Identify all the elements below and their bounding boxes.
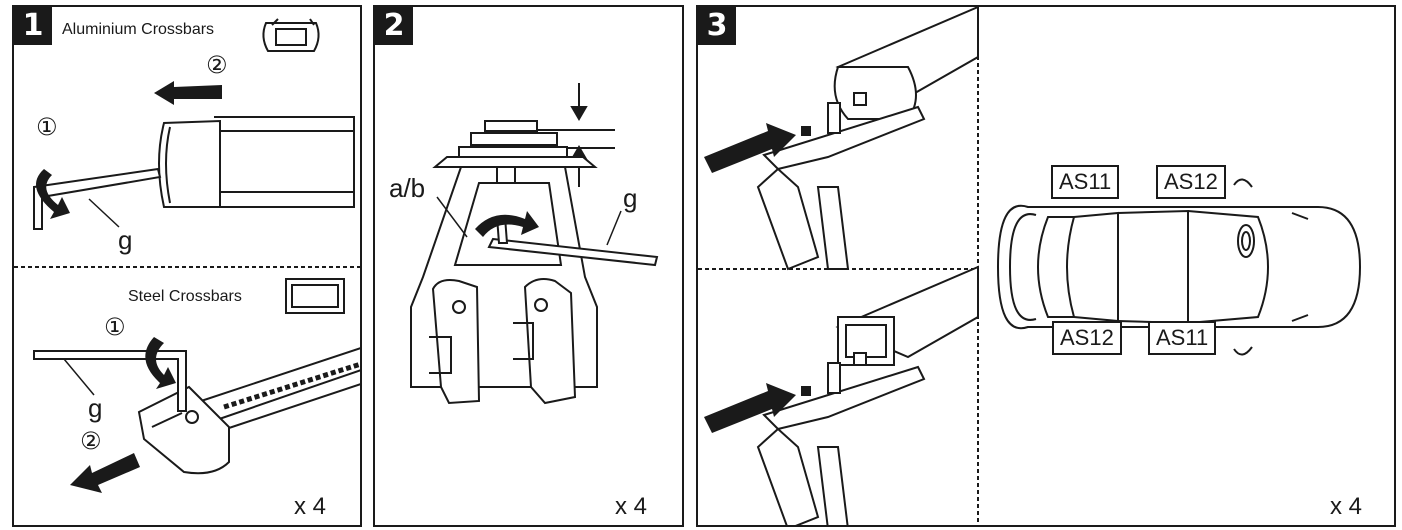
push-arrow bbox=[70, 453, 140, 493]
step-1-panel: 1 Aluminium Crossbars bbox=[12, 5, 362, 527]
tag-rear-left-as12: AS12 bbox=[1052, 321, 1122, 355]
tool-letter-g-top: g bbox=[118, 225, 133, 255]
tool-letter-g-bottom: g bbox=[88, 393, 103, 423]
step-two-marker-top: ② bbox=[206, 51, 228, 79]
step-3-illustration bbox=[698, 7, 1362, 525]
step-one-marker-bottom: ① bbox=[104, 313, 126, 341]
push-arrow-top bbox=[704, 123, 796, 173]
steel-crossbar bbox=[137, 347, 360, 475]
step-2-panel: 2 bbox=[373, 5, 684, 527]
foot-with-steel-bar bbox=[756, 265, 979, 525]
hex-key-aluminium bbox=[33, 167, 162, 230]
step-2-illustration bbox=[410, 83, 659, 405]
push-arrow-bottom bbox=[704, 383, 796, 433]
step-one-marker-top: ① bbox=[36, 113, 58, 141]
hex-key-steel bbox=[33, 350, 187, 412]
tag-rear-right-as11: AS11 bbox=[1148, 321, 1217, 355]
foot-assembly bbox=[410, 120, 598, 405]
step-number-1: 1 bbox=[14, 7, 52, 45]
aluminium-profile-icon bbox=[262, 18, 320, 52]
steel-crossbars-label: Steel Crossbars bbox=[128, 288, 242, 305]
tag-front-right-as12: AS12 bbox=[1156, 165, 1226, 199]
aluminium-crossbar bbox=[158, 116, 355, 208]
tool-letter-g: g bbox=[623, 183, 638, 213]
step-number-3: 3 bbox=[698, 7, 736, 45]
part-label-a-b: a/b bbox=[389, 173, 426, 203]
quantity-label-2: x 4 bbox=[615, 493, 648, 520]
steel-profile-icon bbox=[285, 278, 345, 314]
step-number-2: 2 bbox=[375, 7, 413, 45]
quantity-label-1: x 4 bbox=[294, 493, 327, 520]
aluminium-crossbars-label: Aluminium Crossbars bbox=[62, 21, 215, 38]
rotate-arrow-1 bbox=[36, 169, 70, 219]
pull-arrow bbox=[154, 81, 222, 105]
tag-front-left-as11: AS11 bbox=[1051, 165, 1120, 199]
step-1-illustration bbox=[14, 18, 360, 493]
rotate-arrow bbox=[475, 211, 539, 237]
step-3-panel: 3 bbox=[696, 5, 1396, 527]
step-two-marker-bottom: ② bbox=[80, 427, 102, 455]
rotate-arrow-2 bbox=[145, 337, 176, 389]
car-top-view bbox=[996, 178, 1362, 356]
foot-with-aluminium-bar bbox=[756, 7, 979, 271]
quantity-label-3: x 4 bbox=[1330, 493, 1363, 520]
